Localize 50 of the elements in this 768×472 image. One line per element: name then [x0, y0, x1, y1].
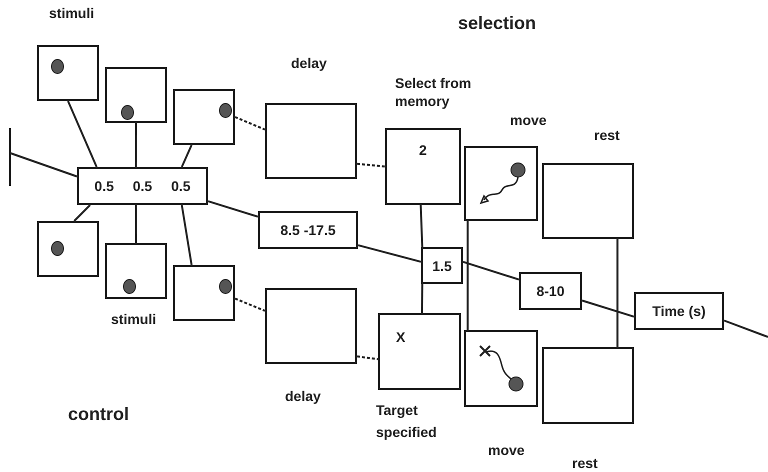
connector-line [180, 144, 193, 168]
screen-caption: rest [572, 455, 598, 471]
screen-symbol: 2 [419, 142, 427, 158]
stimulus-screen [173, 89, 235, 145]
screen-caption: rest [594, 127, 620, 143]
connector-line [616, 239, 618, 347]
duration-box [519, 272, 582, 310]
duration-value: 0.5 [171, 178, 191, 194]
duration-box [258, 211, 358, 249]
duration-value: 1.5 [432, 258, 452, 274]
time-box [634, 292, 724, 330]
connector-line [134, 123, 137, 167]
timeline-line [358, 244, 422, 263]
connector-line [134, 205, 137, 243]
duration-box [421, 247, 463, 284]
timeline-line [462, 260, 520, 281]
timeline-line [582, 300, 634, 318]
duration-value: 0.5 [94, 178, 114, 194]
screen-caption: delay [285, 388, 321, 404]
axis-label: Time (s) [652, 303, 706, 319]
connector-line [420, 204, 424, 248]
stimulus-screen [105, 67, 167, 123]
connector-line [466, 221, 469, 330]
screen-symbol: X [396, 329, 406, 345]
connector-line [67, 100, 98, 168]
connector-line [421, 284, 424, 314]
dotted-connector [356, 355, 378, 360]
timeline-line [10, 152, 78, 178]
screen-caption: stimuli [111, 311, 156, 327]
stimulus-screen [173, 265, 235, 321]
duration-box [77, 167, 208, 205]
screen-caption: Target specified [376, 401, 438, 442]
screen-caption: Select from memory [395, 74, 472, 110]
dotted-connector [234, 116, 266, 131]
section-heading: control [68, 404, 129, 425]
timeline-line [724, 320, 768, 338]
connector-line [180, 204, 193, 266]
connector-line [74, 204, 91, 222]
screen-caption: move [488, 442, 525, 458]
duration-value: 8-10 [536, 283, 565, 299]
duration-value: 0.5 [132, 178, 152, 194]
section-heading: selection [458, 13, 536, 34]
dotted-connector [234, 298, 266, 312]
screen-caption: delay [291, 55, 327, 71]
screen-caption: move [510, 112, 547, 128]
duration-value: 8.5 -17.5 [280, 222, 336, 238]
dotted-connector [356, 162, 386, 168]
screen-caption: stimuli [49, 5, 94, 21]
stimulus-screen [37, 221, 99, 277]
timeline-line [208, 200, 258, 218]
